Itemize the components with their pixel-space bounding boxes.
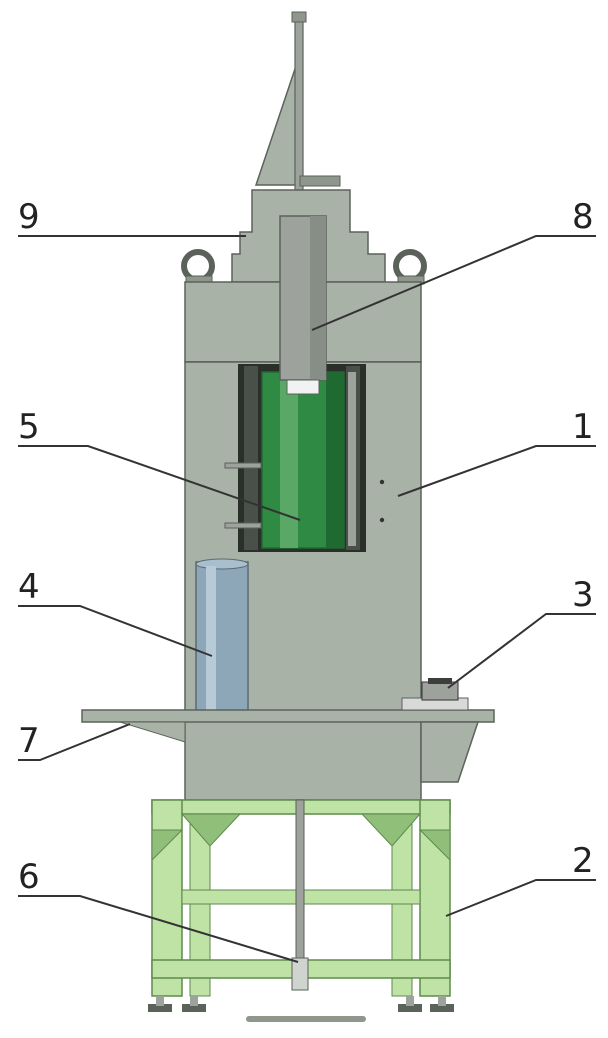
- callout-labels: 9 8 5 1 4 3 7 2 6: [18, 197, 594, 897]
- callout-3: 3: [572, 575, 594, 615]
- table-plate: [81, 709, 495, 723]
- leader-5: [18, 445, 301, 521]
- side-bolt-1: [224, 462, 262, 469]
- callout-4: 4: [18, 567, 40, 607]
- callout-9: 9: [18, 197, 40, 237]
- side-guide-right: [348, 372, 356, 546]
- callout-8: 8: [572, 197, 594, 237]
- leader-2: [445, 879, 596, 917]
- switch-cap: [428, 678, 452, 684]
- leader-1: [397, 445, 596, 497]
- tail-fin: [254, 59, 301, 186]
- frame-bolt: [379, 517, 385, 523]
- billet-body: [195, 561, 249, 713]
- foot-stem-4: [438, 996, 446, 1006]
- leader-3: [447, 613, 596, 689]
- callout-1: 1: [572, 407, 594, 447]
- base-stand: [148, 799, 454, 1022]
- foot-stem-1: [156, 996, 164, 1006]
- stand-gusset-right-outer: [418, 829, 451, 862]
- leader-7: [18, 723, 131, 761]
- foot-3: [398, 1004, 422, 1012]
- piston-rod-shade: [310, 216, 326, 380]
- billet: [195, 558, 249, 713]
- main-cylinder-shade: [326, 372, 344, 548]
- foot-4: [430, 1004, 454, 1012]
- main-cylinder-highlight: [280, 372, 298, 548]
- stand-gusset-left-outer: [151, 829, 184, 862]
- leader-6: [18, 895, 299, 963]
- foot-1: [148, 1004, 172, 1012]
- callout-7: 7: [18, 721, 40, 761]
- stand-gusset-right: [360, 813, 422, 847]
- leader-8: [311, 235, 596, 331]
- piston-rod-head: [286, 379, 320, 395]
- leader-4: [18, 605, 213, 657]
- frame-bolt: [379, 479, 385, 485]
- floor-bar: [246, 1016, 366, 1022]
- callout-6: 6: [18, 857, 40, 897]
- foot-stem-3: [406, 996, 414, 1006]
- callout-5: 5: [18, 407, 40, 447]
- cavity-liner-left: [244, 366, 258, 550]
- top-guide-assembly: [254, 11, 341, 215]
- side-bolt-2: [224, 522, 262, 529]
- callout-2: 2: [572, 841, 594, 881]
- work-table: [81, 709, 495, 783]
- billet-top: [195, 558, 249, 570]
- table-support-right: [420, 721, 480, 783]
- guide-rod-cap: [291, 11, 307, 23]
- stand-gusset-left: [180, 813, 242, 847]
- piston-rod: [279, 215, 327, 395]
- leader-lines: [18, 235, 596, 963]
- foot-stem-2: [190, 996, 198, 1006]
- cylinder-cavity: [224, 364, 366, 552]
- foot-2: [182, 1004, 206, 1012]
- guide-bracket: [299, 175, 341, 187]
- ejector-foot: [291, 957, 309, 991]
- table-support-left: [119, 721, 186, 743]
- billet-highlight: [206, 566, 216, 710]
